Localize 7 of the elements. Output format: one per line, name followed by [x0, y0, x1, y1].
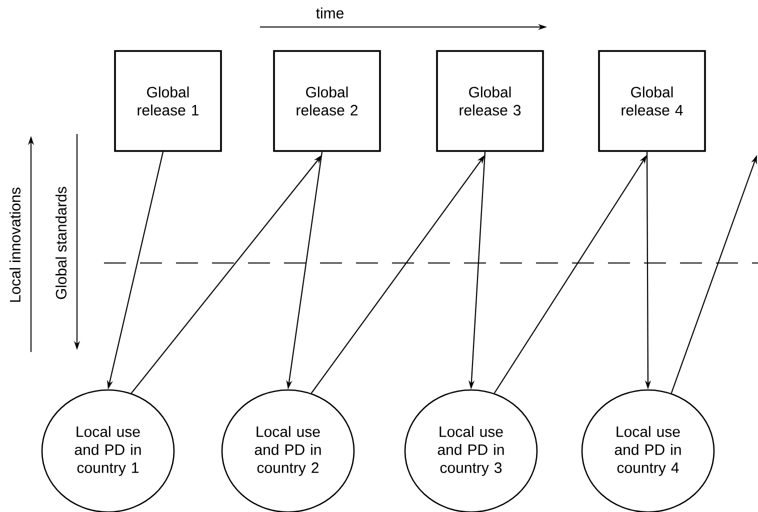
release-box: Global release 4 [598, 50, 706, 152]
release-box: Global release 3 [436, 50, 544, 152]
axis-label: Local innovations [10, 188, 20, 302]
axis-label: time [316, 8, 344, 18]
release-box: Global release 1 [114, 50, 222, 152]
release-box: Global release 2 [273, 50, 381, 152]
axis-label: Global standards [56, 186, 66, 299]
